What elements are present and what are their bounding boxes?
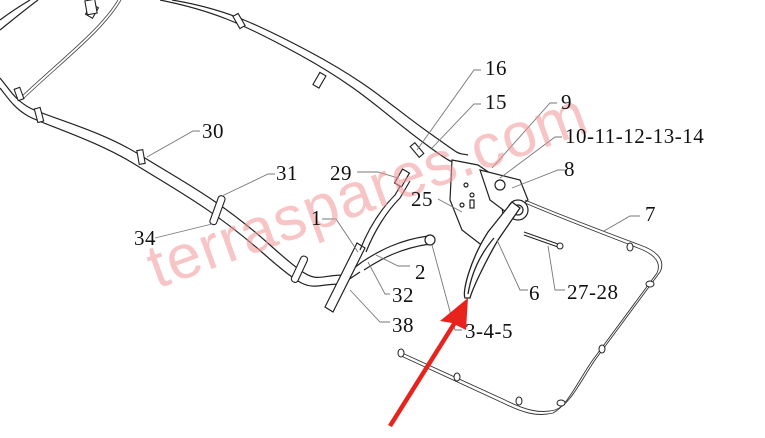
callout-2: 2 (415, 260, 426, 284)
callout-15: 15 (485, 90, 507, 114)
cable-loop (398, 199, 663, 415)
callout-3-4-5: 3-4-5 (465, 319, 513, 343)
callout-38: 38 (392, 313, 414, 337)
top-cable (19, 0, 122, 100)
bolt (523, 231, 564, 250)
lever-bracket (324, 168, 436, 313)
callout-10-11-12-13-14: 10-11-12-13-14 (565, 124, 705, 148)
highlight-arrow (388, 298, 468, 427)
long-lever (463, 201, 521, 299)
callout-7: 7 (645, 202, 656, 226)
callout-1: 1 (311, 206, 322, 230)
callout-30: 30 (202, 119, 224, 143)
callout-31: 31 (276, 161, 298, 185)
upper-handlebar-tube (159, 0, 469, 163)
callout-27-28: 27-28 (567, 280, 619, 304)
cable-clips (397, 242, 655, 407)
callout-16: 16 (485, 56, 507, 80)
callout-25: 25 (411, 187, 433, 211)
callout-29: 29 (330, 161, 352, 185)
callout-9: 9 (561, 90, 572, 114)
callout-8: 8 (564, 157, 575, 181)
callout-32: 32 (392, 283, 414, 307)
lower-handlebar-tube (0, 0, 363, 287)
leader-lines (146, 69, 640, 331)
callout-34: 34 (134, 226, 156, 250)
callout-6: 6 (529, 281, 540, 305)
